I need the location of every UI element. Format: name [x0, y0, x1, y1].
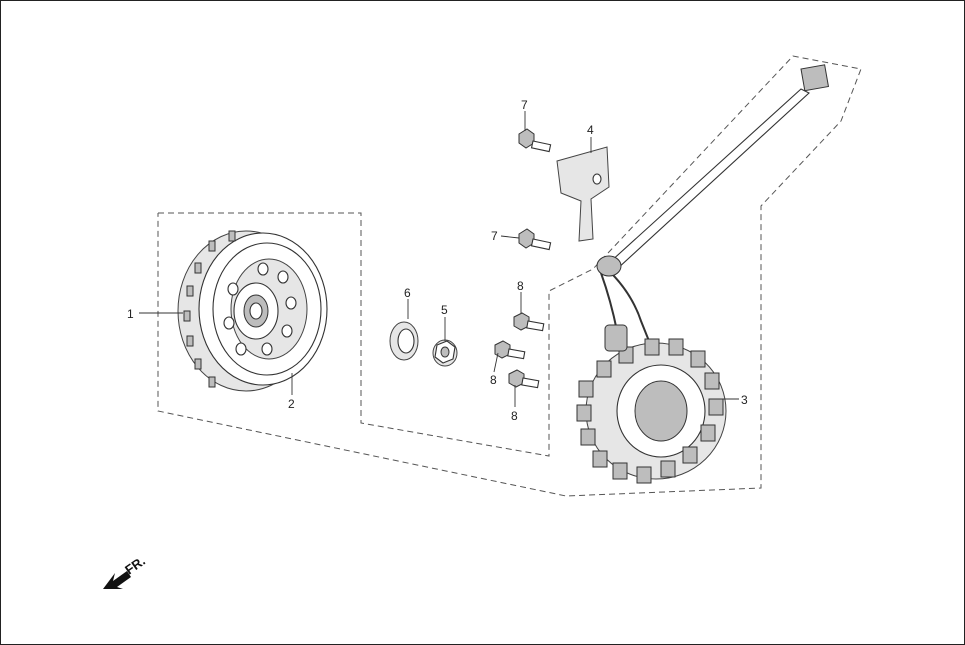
callout-8-bottom: 8 — [511, 409, 518, 423]
group-outline — [157, 55, 862, 497]
callout-8-middle: 8 — [490, 373, 497, 387]
callout-7-lower: 7 — [491, 229, 498, 243]
callout-5: 5 — [441, 303, 448, 317]
flywheel-rotor — [177, 230, 328, 392]
flange-nut — [432, 339, 458, 367]
front-direction-arrow-icon — [103, 571, 131, 589]
bolt-8-top — [513, 312, 545, 332]
callout-1: 1 — [127, 307, 134, 321]
callout-8-top: 8 — [517, 279, 524, 293]
callout-6: 6 — [404, 286, 411, 300]
washer — [389, 321, 419, 361]
bolt-8-bottom — [508, 369, 540, 389]
callout-2: 2 — [288, 397, 295, 411]
leader-7b — [500, 235, 520, 239]
wire-clamp-bracket — [556, 146, 610, 242]
callout-3: 3 — [741, 393, 748, 407]
bolt-8-middle — [494, 340, 526, 360]
callout-4: 4 — [587, 123, 594, 137]
bolt-7-lower — [518, 228, 552, 251]
leader-8b — [493, 352, 499, 373]
bolt-7-upper — [518, 128, 552, 153]
callout-7-upper: 7 — [521, 98, 528, 112]
stator-coil — [576, 64, 830, 484]
